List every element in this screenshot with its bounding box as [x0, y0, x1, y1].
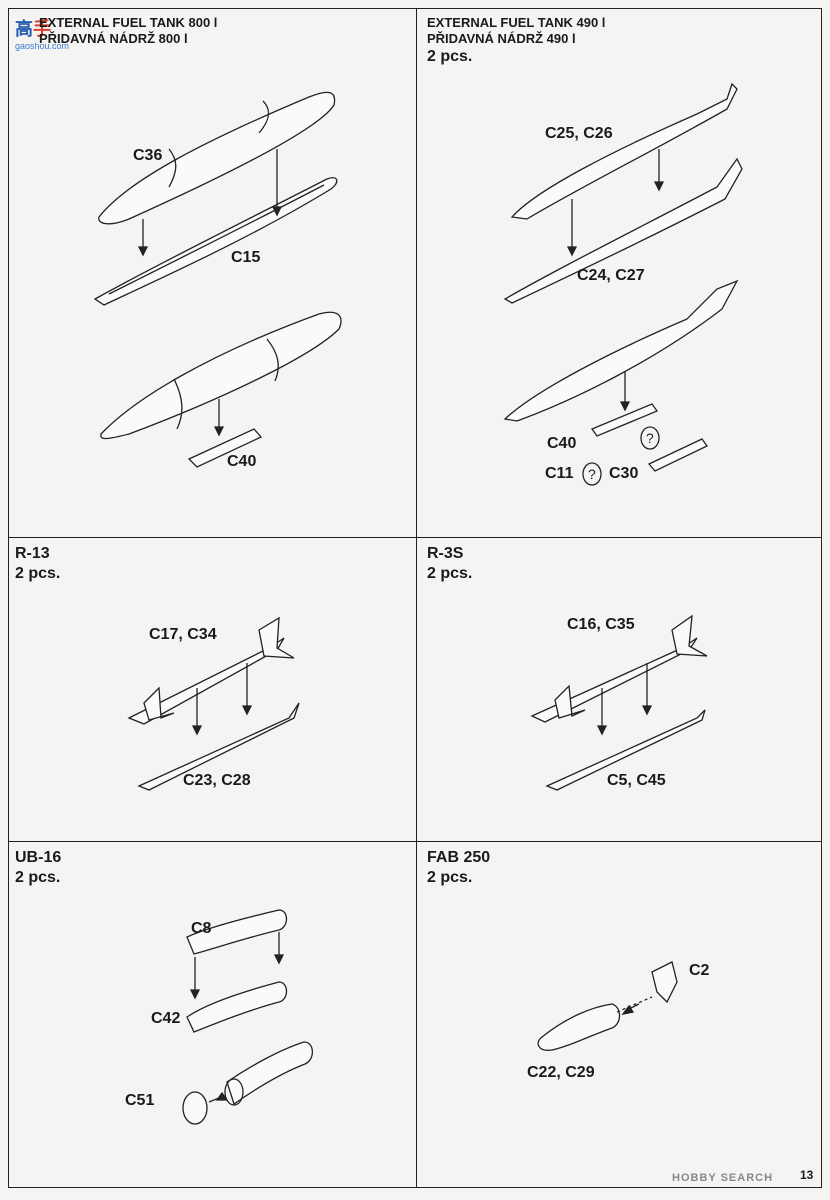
section-r3s: R-3S 2 pcs. C16, C35 C5, C45 [417, 538, 823, 841]
label-c25-c26: C25, C26 [545, 125, 613, 142]
fuel-tank-490-drawing: ? ? [417, 9, 823, 537]
r3s-drawing [417, 538, 823, 841]
label-c5-c45: C5, C45 [607, 772, 666, 789]
ub16-qty: 2 pcs. [15, 869, 61, 886]
label-c42: C42 [151, 1010, 181, 1027]
watermark-text-left: 高 [15, 19, 33, 39]
section-title: UB-16 2 pcs. [15, 848, 61, 888]
section-title: R-13 2 pcs. [15, 544, 60, 584]
watermark-url: gaoshou.com [15, 41, 70, 51]
hobby-search-watermark: HOBBY SEARCH [672, 1172, 774, 1184]
fab250-qty: 2 pcs. [427, 869, 473, 886]
label-c2: C2 [689, 962, 710, 979]
label-c40: C40 [547, 435, 577, 452]
fab250-title: FAB 250 [427, 849, 491, 866]
label-c23-c28: C23, C28 [183, 772, 251, 789]
fuel800-title: EXTERNAL FUEL TANK 800 l [39, 15, 218, 30]
r3s-qty: 2 pcs. [427, 565, 473, 582]
label-c22-c29: C22, C29 [527, 1064, 595, 1081]
section-title: EXTERNAL FUEL TANK 800 l PŘIDAVNÁ NÁDRŽ … [39, 15, 217, 47]
section-ub16: UB-16 2 pcs. C8 C42 C51 [9, 842, 416, 1189]
watermark-text-right: 手 [33, 19, 51, 39]
label-c24-c27: C24, C27 [577, 267, 645, 284]
fuel490-subtitle: PŘIDAVNÁ NÁDRŽ 490 l [427, 31, 576, 46]
label-c15: C15 [231, 249, 261, 266]
instruction-sheet: 高手 gaoshou.com EXTERNAL FUEL TANK 800 l … [8, 8, 822, 1188]
fuel490-title: EXTERNAL FUEL TANK 490 l [427, 15, 606, 30]
svg-text:?: ? [588, 466, 596, 482]
fuel800-subtitle: PŘIDAVNÁ NÁDRŽ 800 l [39, 31, 188, 46]
row-divider-1 [9, 537, 821, 538]
label-c16-c35: C16, C35 [567, 616, 635, 633]
label-c36: C36 [133, 147, 163, 164]
r13-qty: 2 pcs. [15, 565, 61, 582]
row-divider-2 [9, 841, 821, 842]
section-r13: R-13 2 pcs. C17, C34 C23, C28 [9, 538, 416, 841]
fab250-drawing [417, 842, 823, 1189]
watermark-logo: 高手 gaoshou.com [15, 15, 77, 51]
svg-text:?: ? [646, 430, 654, 446]
page-number: 13 [800, 1168, 814, 1182]
label-c11: C11 [545, 465, 574, 482]
section-fuel-tank-490: ? ? EXTERNAL FUEL TANK 490 l PŘIDAVNÁ NÁ… [417, 9, 823, 537]
label-c17-c34: C17, C34 [149, 626, 217, 643]
section-fab250: FAB 250 2 pcs. C2 C22, C29 [417, 842, 823, 1189]
label-c40: C40 [227, 453, 257, 470]
label-c8: C8 [191, 920, 212, 937]
fuel-tank-800-drawing [9, 9, 416, 537]
r13-drawing [9, 538, 416, 841]
section-title: R-3S 2 pcs. [427, 544, 472, 584]
r3s-title: R-3S [427, 545, 464, 562]
section-fuel-tank-800: 高手 gaoshou.com EXTERNAL FUEL TANK 800 l … [9, 9, 416, 537]
r13-title: R-13 [15, 545, 50, 562]
column-divider [416, 9, 417, 1187]
label-c51: C51 [125, 1092, 155, 1109]
section-title: EXTERNAL FUEL TANK 490 l PŘIDAVNÁ NÁDRŽ … [427, 15, 605, 67]
fuel490-qty: 2 pcs. [427, 48, 473, 65]
label-c30: C30 [609, 465, 639, 482]
ub16-drawing [9, 842, 416, 1189]
ub16-title: UB-16 [15, 849, 62, 866]
section-title: FAB 250 2 pcs. [427, 848, 490, 888]
